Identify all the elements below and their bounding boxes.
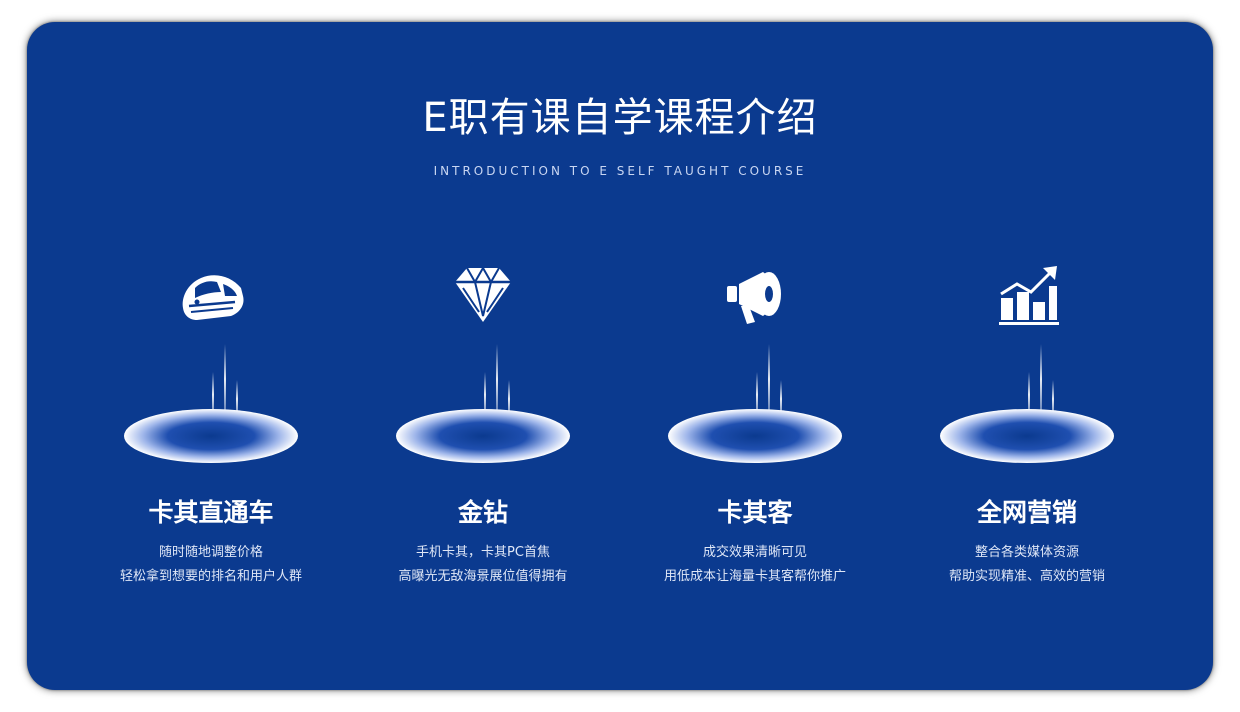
glow-disk	[940, 409, 1114, 463]
feature-title: 全网营销	[976, 498, 1077, 527]
diamond-icon	[455, 265, 511, 322]
light-beams	[756, 344, 782, 422]
megaphone-icon	[727, 272, 781, 324]
slide: E职有课自学课程介绍 INTRODUCTION TO E SELF TAUGHT…	[27, 22, 1213, 690]
light-beams	[212, 344, 238, 422]
feature-desc-line2: 轻松拿到想要的排名和用户人群	[119, 569, 302, 584]
page-subtitle: INTRODUCTION TO E SELF TAUGHT COURSE	[433, 164, 807, 178]
feature-desc-line2: 帮助实现精准、高效的营销	[948, 569, 1105, 584]
feature-title: 卡其直通车	[148, 498, 274, 527]
glow-disk	[396, 409, 570, 463]
feature-desc-line1: 整合各类媒体资源	[974, 545, 1079, 560]
bar-chart-growth-icon	[999, 266, 1059, 325]
feature-title: 卡其客	[717, 498, 793, 527]
glow-disk	[668, 409, 842, 463]
feature-card-1: 卡其直通车 随时随地调整价格 轻松拿到想要的排名和用户人群	[75, 252, 347, 632]
feature-card-3: 卡其客 成交效果清晰可见 用低成本让海量卡其客帮你推广	[619, 252, 891, 632]
glow-disk	[124, 409, 298, 463]
feature-desc-line2: 用低成本让海量卡其客帮你推广	[663, 569, 846, 584]
feature-title: 金钻	[457, 498, 508, 527]
page-title: E职有课自学课程介绍	[422, 95, 818, 141]
feature-desc-line1: 成交效果清晰可见	[702, 545, 807, 560]
feature-desc-line1: 随时随地调整价格	[158, 545, 263, 560]
feature-card-2: 金钻 手机卡其，卡其PC首焦 高曝光无敌海景展位值得拥有	[347, 252, 619, 632]
feature-card-4: 全网营销 整合各类媒体资源 帮助实现精准、高效的营销	[891, 252, 1163, 632]
train-icon	[182, 275, 244, 320]
feature-desc-line1: 手机卡其，卡其PC首焦	[416, 545, 550, 560]
light-beams	[1028, 344, 1054, 422]
light-beams	[484, 344, 510, 422]
feature-desc-line2: 高曝光无敌海景展位值得拥有	[398, 569, 568, 584]
